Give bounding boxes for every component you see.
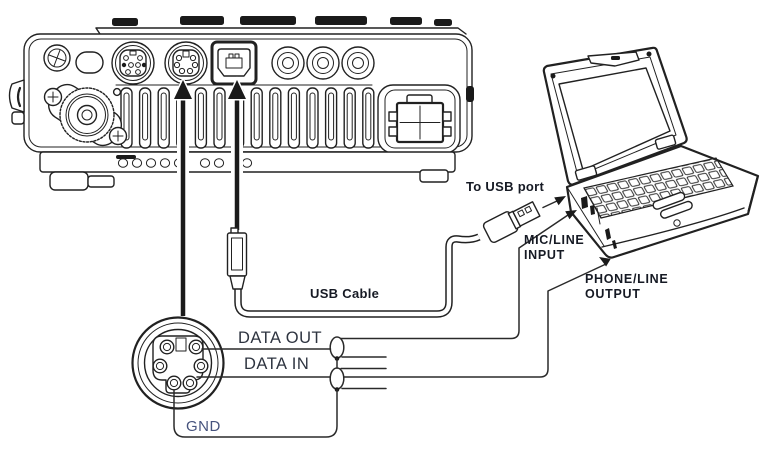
radio-left-bracket xyxy=(8,79,25,125)
power-connector xyxy=(377,84,461,154)
mic-input-wire xyxy=(340,214,569,340)
laptop-touchpad xyxy=(652,191,693,219)
label-phone-line-output: PHONE/LINE OUTPUT xyxy=(585,272,669,301)
splice-loop-1 xyxy=(329,336,345,359)
radio-foot-left xyxy=(49,171,89,191)
antenna-connector xyxy=(43,83,128,147)
heatsink-fins xyxy=(112,84,375,149)
label-mic-line-input: MIC/LINE INPUT xyxy=(524,233,585,262)
laptop-hinge-right xyxy=(654,134,677,150)
mic-input-arrowhead xyxy=(565,210,577,220)
label-to-usb-port: To USB port xyxy=(466,179,545,194)
usb-port-arrow xyxy=(225,76,249,234)
label-gnd: GND xyxy=(186,418,221,435)
phone-output-wire xyxy=(343,263,607,378)
to-usb-port-arrow xyxy=(542,196,566,209)
laptop-screen xyxy=(558,67,671,171)
magnified-data-connector xyxy=(131,316,225,410)
data-port-arrow xyxy=(171,76,195,320)
radio-rear-panel xyxy=(8,16,474,191)
chassis-screw xyxy=(43,44,71,72)
chassis-slot xyxy=(75,51,104,74)
radio-top-edge xyxy=(95,27,467,35)
laptop-hinge-left xyxy=(574,165,598,181)
splice-loop-2 xyxy=(329,367,345,390)
radio-side-notch xyxy=(466,86,474,102)
data-port-mini-din6 xyxy=(164,41,208,85)
rca-jacks xyxy=(271,46,375,80)
gnd-wire xyxy=(173,357,338,438)
label-data-out: DATA OUT xyxy=(236,328,325,348)
radio-bottom-band xyxy=(39,151,456,191)
laptop xyxy=(542,46,760,259)
laptop-keyboard xyxy=(583,157,734,219)
phone-output-arrowhead xyxy=(599,257,611,267)
radio-top-tabs xyxy=(112,16,452,26)
usb-b-plug xyxy=(226,227,248,290)
laptop-side-ports xyxy=(581,196,617,249)
label-data-in: DATA IN xyxy=(242,354,312,374)
radio-foot-right xyxy=(419,169,449,183)
signal-wires xyxy=(173,196,611,438)
label-usb-cable: USB Cable xyxy=(310,286,380,301)
usb-b-port xyxy=(210,40,258,86)
usb-a-plug xyxy=(482,201,541,244)
mini-din8-port xyxy=(111,41,155,85)
usb-cable xyxy=(226,201,541,318)
